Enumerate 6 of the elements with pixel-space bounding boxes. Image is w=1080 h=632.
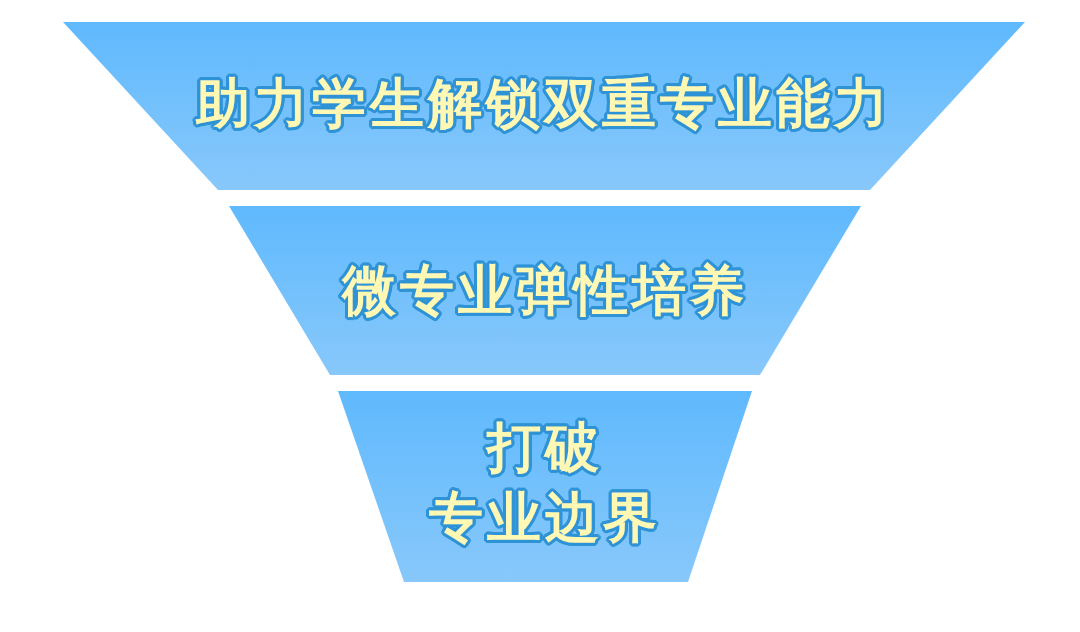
band-label: 微专业弹性培养 (342, 257, 748, 324)
band-label: 打破专业边界 (428, 414, 662, 551)
funnel-band (63, 22, 1025, 190)
funnel-band (338, 391, 752, 582)
funnel-band (229, 206, 861, 375)
band-label: 助力学生解锁双重专业能力 (196, 71, 892, 137)
